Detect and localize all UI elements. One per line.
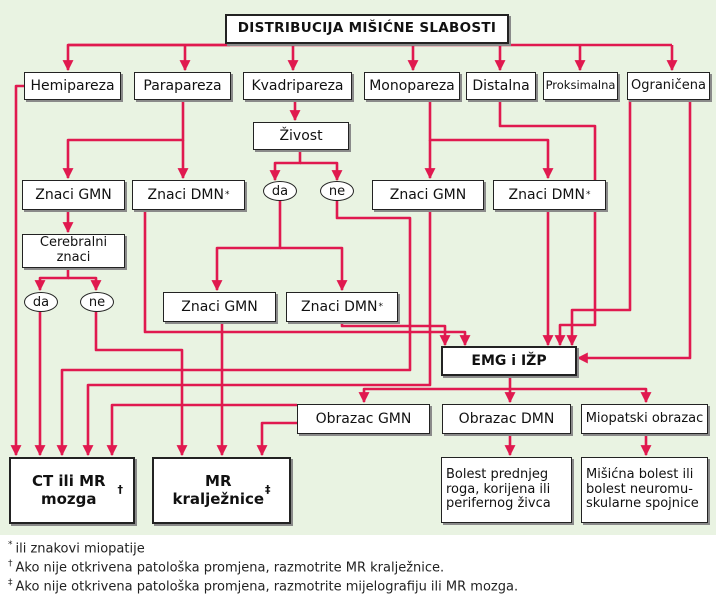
double-dagger-mark: ‡ <box>265 483 271 497</box>
title-box: DISTRIBUCIJA MIŠIĆNE SLABOSTI <box>225 14 509 44</box>
label-ct-mr: CT ili MR mozga <box>31 472 106 508</box>
line-cerebral-ne <box>68 276 102 292</box>
node-znaci-dmn-left: Znaci DMN* <box>132 180 245 210</box>
line-zivost-ne <box>300 161 343 182</box>
outcome-ct-mr: CT ili MR mozga † <box>9 457 135 524</box>
node-obrazac-dmn: Obrazac DMN <box>442 404 571 434</box>
node-cerebralni-znaci: Cerebralni znaci <box>22 234 125 268</box>
dagger-mark: † <box>117 483 124 497</box>
outcome-mr-spine: MR kralježnice‡ <box>152 457 291 524</box>
node-zivost: Živost <box>253 122 349 150</box>
line-cerebral-split <box>34 268 70 292</box>
line-title-left <box>62 43 230 72</box>
line-mono-gmn-ct <box>82 212 432 457</box>
footnote-3: ‡Ako nije otkrivena patološka promjena, … <box>8 578 518 594</box>
footnote-2: †Ako nije otkrivena patološka promjena, … <box>8 559 444 575</box>
footnote-1-text: ili znakovi miopatije <box>15 541 145 557</box>
asterisk-mark: * <box>585 189 591 200</box>
line-emg-myo <box>510 387 652 404</box>
node-emg-izp: EMG i IŽP <box>441 346 577 376</box>
node-miopatski-obrazac: Miopatski obrazac <box>581 404 708 434</box>
line-dmn-mid-emg <box>340 322 451 347</box>
node-znaci-gmn-left: Znaci GMN <box>22 180 125 210</box>
node-parapareza: Parapareza <box>134 72 231 100</box>
node-hemipareza: Hemipareza <box>24 72 121 100</box>
node-proksimalna: Proksimalna <box>543 72 618 100</box>
node-znaci-dmn-mid: Znaci DMN* <box>286 292 398 322</box>
asterisk-mark: * <box>378 301 383 312</box>
line-proksimalna-emg <box>566 100 632 347</box>
line-mono-split <box>428 100 554 180</box>
footnote-1: *ili znakovi miopatije <box>8 540 145 556</box>
node-monopareza: Monopareza <box>364 72 460 100</box>
line-da-dmn <box>280 246 348 292</box>
line-ogranicena-emg <box>576 100 692 364</box>
line-emg-split <box>358 376 512 404</box>
node-kvadripareza: Kvadripareza <box>243 72 352 100</box>
line-dmn-left-emg <box>143 212 471 347</box>
footnote-1-mark: * <box>8 540 13 550</box>
line-obrazac-gmn-mr <box>256 421 297 457</box>
label-znaci-dmn-left: Znaci DMN <box>147 186 224 203</box>
label-mr-spine: MR kralježnice <box>172 472 265 508</box>
line-hemi-ct <box>10 84 24 457</box>
line-obrazac-gmn-ct <box>106 403 297 457</box>
zivost-no-oval: ne <box>320 181 354 201</box>
line-para-split <box>62 100 185 180</box>
line-zivost-split <box>269 150 302 182</box>
footnote-2-mark: † <box>8 559 13 569</box>
line-distalna-emg <box>498 100 597 347</box>
outcome-muscle-disease: Mišićna bolest ili bolest neuromu-skular… <box>581 457 708 523</box>
label-znaci-dmn-mono: Znaci DMN <box>508 186 585 203</box>
cerebral-yes-oval: da <box>24 292 58 312</box>
footnote-3-text: Ako nije otkrivena patološka promjena, r… <box>15 579 519 595</box>
line-da-split <box>211 200 282 292</box>
footnote-3-mark: ‡ <box>8 578 13 588</box>
label-znaci-dmn-mid: Znaci DMN <box>301 298 378 315</box>
asterisk-mark: * <box>224 189 230 200</box>
node-obrazac-gmn: Obrazac GMN <box>297 404 430 434</box>
footnote-2-text: Ako nije otkrivena patološka promjena, r… <box>15 560 445 576</box>
node-znaci-dmn-mono: Znaci DMN* <box>493 180 606 210</box>
zivost-yes-oval: da <box>263 181 297 201</box>
line-zivost-ne-ct <box>56 200 412 457</box>
outcome-anterior-horn: Bolest prednjeg roga, korijena ili perif… <box>441 457 572 523</box>
line-cerebral-ne-mr <box>94 312 188 457</box>
node-znaci-gmn-mid: Znaci GMN <box>163 292 276 322</box>
flow-connectors <box>10 43 692 457</box>
cerebral-no-oval: ne <box>80 292 114 312</box>
node-ogranicena: Ograničena <box>627 72 710 100</box>
node-znaci-gmn-mono: Znaci GMN <box>372 180 484 210</box>
node-distalna: Distalna <box>466 72 536 100</box>
footnotes-area <box>0 535 716 599</box>
